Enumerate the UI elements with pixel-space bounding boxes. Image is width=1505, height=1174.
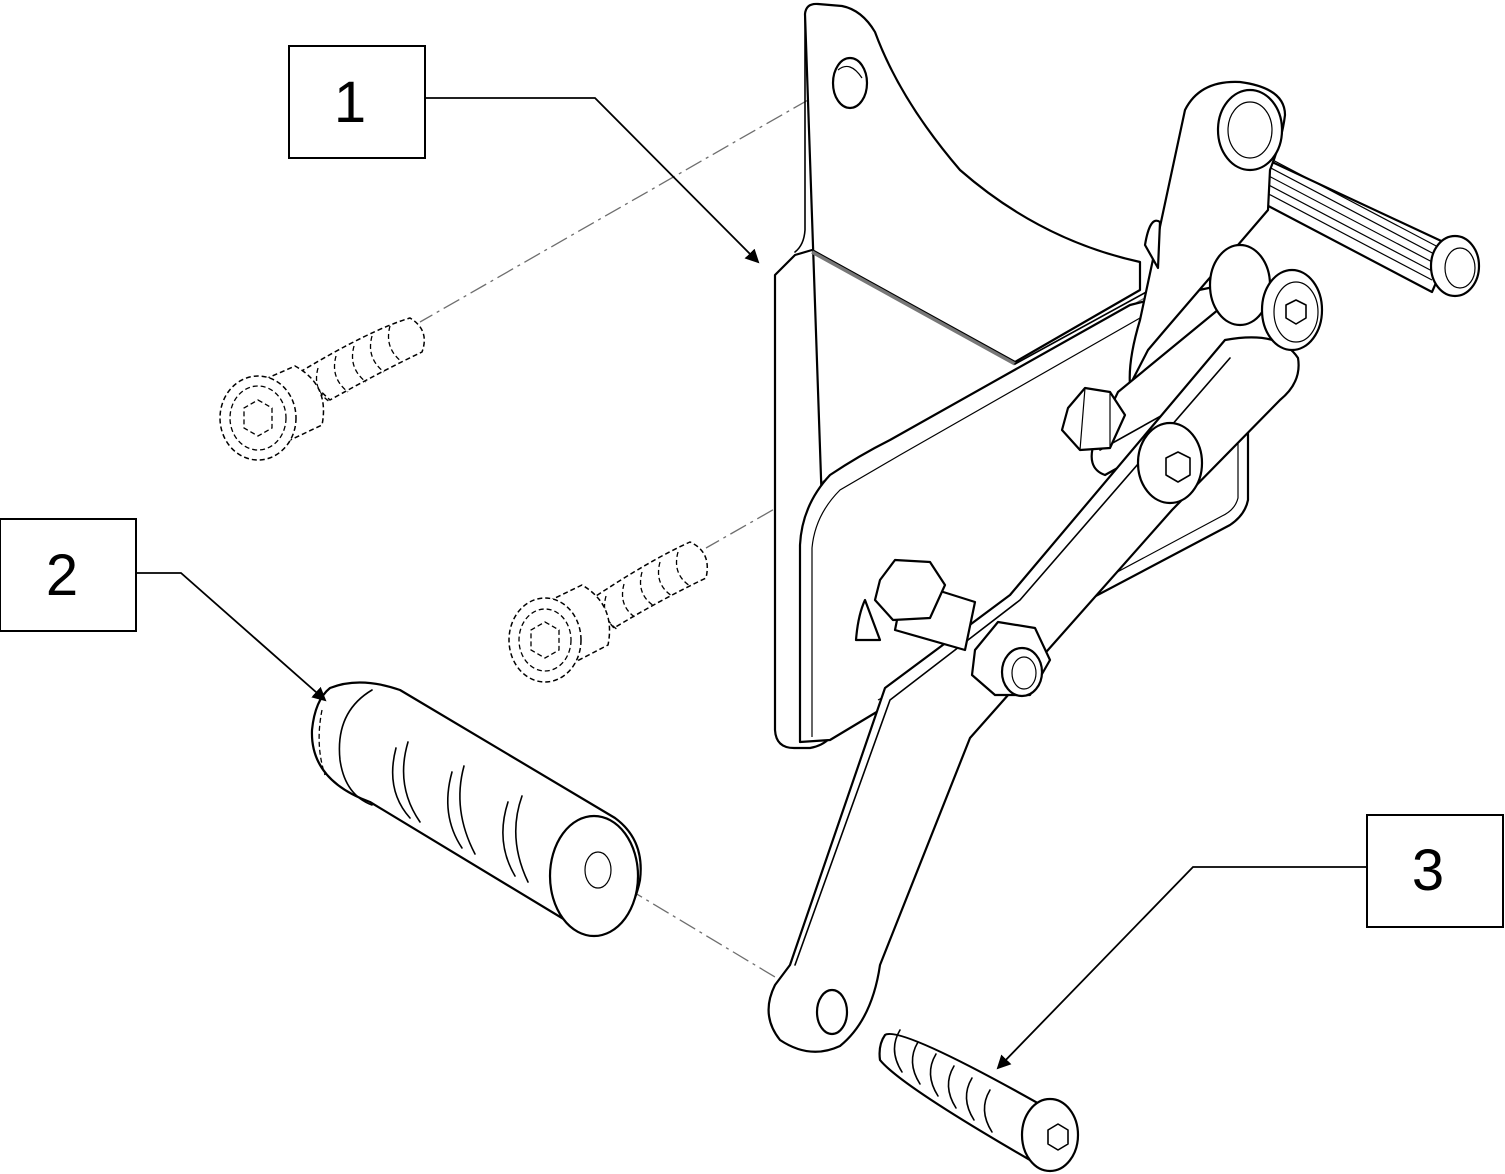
callout-2-number: 2 xyxy=(46,543,78,608)
linkage-arms xyxy=(767,297,1300,1053)
callout-1-leader xyxy=(425,97,760,264)
grip-bore xyxy=(584,851,612,889)
callout-1-box xyxy=(288,45,426,159)
pivot-hardware xyxy=(854,243,1324,698)
callout-1-number: 1 xyxy=(334,70,366,135)
callout-3-number: 3 xyxy=(1412,838,1444,903)
callout-3-leader xyxy=(996,866,1367,1070)
callout-2-leader xyxy=(136,572,327,702)
upper-arm xyxy=(1128,80,1287,387)
bracket-top-hole xyxy=(831,56,869,110)
button-head-screw xyxy=(878,1029,1080,1173)
lever-bottom-hole xyxy=(815,988,849,1036)
shaft-end xyxy=(1429,234,1481,298)
callout-2-box xyxy=(0,518,137,632)
socket-cap-screw-lower xyxy=(508,541,708,683)
splined-shaft xyxy=(1236,146,1481,298)
callout-1: 1 xyxy=(288,45,760,264)
callout-2: 2 xyxy=(0,518,327,702)
foot-peg-grip xyxy=(310,681,642,938)
callout-3-box xyxy=(1366,814,1504,928)
socket-cap-screw-upper xyxy=(219,317,425,461)
callout-3: 3 xyxy=(996,814,1504,1070)
